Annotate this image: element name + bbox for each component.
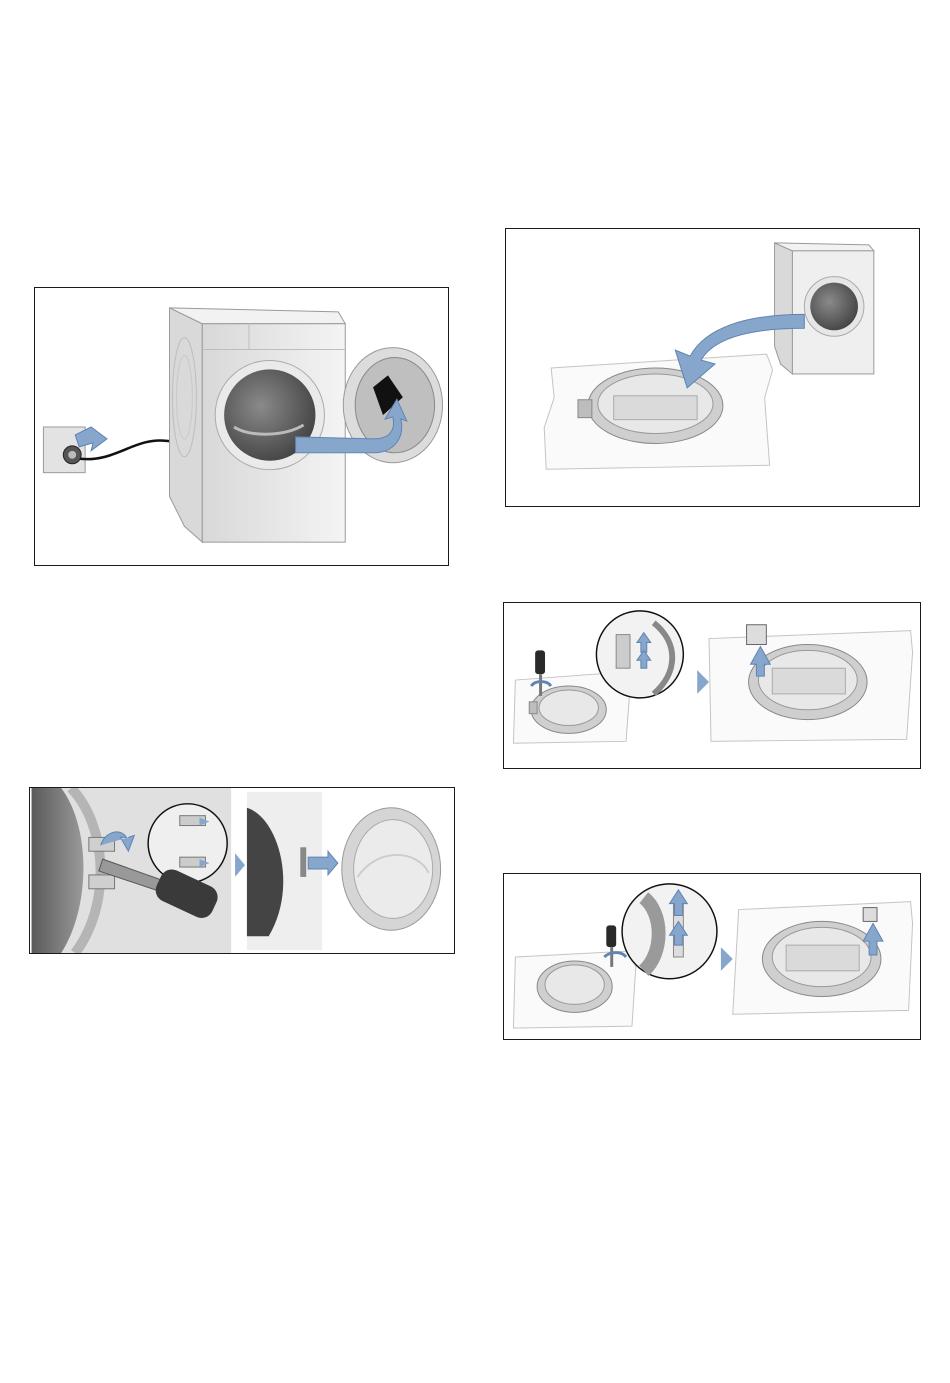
figure-unplug-open-door (34, 287, 449, 566)
step-arrow-icon (697, 670, 709, 694)
figure-lay-door-on-cloth (505, 228, 920, 507)
catch-icon (863, 908, 877, 922)
magnifier-icon (148, 804, 227, 883)
step-arrow-icon (235, 853, 245, 877)
dryer-icon (775, 243, 874, 374)
magnifier-icon (596, 611, 683, 698)
figure-remove-door-hinge (29, 787, 455, 954)
lay-door-illustration (506, 229, 919, 506)
door-icon (749, 644, 868, 719)
door-icon (762, 921, 881, 996)
unplug-open-door-illustration (35, 288, 448, 565)
figure-remove-catch (503, 873, 921, 1040)
hinge-icon (747, 625, 767, 645)
remove-catch-illustration (504, 874, 920, 1039)
remove-hinge-illustration (504, 603, 920, 768)
magnifier-icon (622, 884, 717, 979)
door-icon (342, 808, 441, 931)
figure-remove-hinge-screws (503, 602, 921, 769)
door-icon (537, 961, 612, 1012)
dryer-icon (170, 308, 346, 542)
step-arrow-icon (721, 947, 733, 971)
remove-door-illustration (30, 788, 454, 953)
